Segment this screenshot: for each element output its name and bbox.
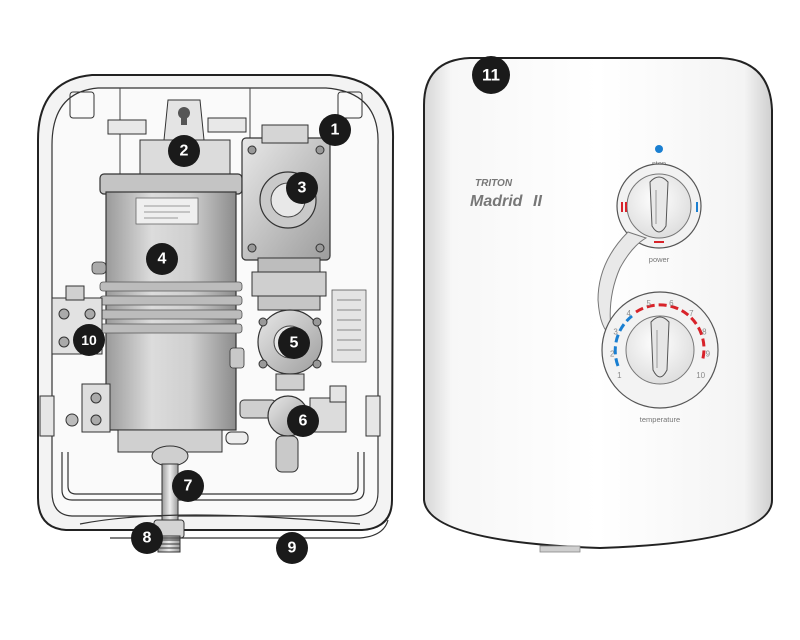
callout-11: 11 (472, 56, 510, 94)
callout-7-number: 7 (184, 478, 193, 495)
temperature-scale-number: 5 (646, 299, 651, 308)
callout-2: 2 (168, 135, 200, 167)
callout-6: 6 (287, 405, 319, 437)
temperature-scale-number: 2 (610, 350, 615, 359)
top-lug-right (337, 91, 363, 119)
callout-4-number: 4 (158, 251, 167, 268)
top-lug-left (69, 91, 95, 119)
callout-8: 8 (131, 522, 163, 554)
earth-terminals (65, 383, 111, 433)
callout-1: 1 (319, 114, 351, 146)
callout-2-number: 2 (180, 143, 189, 160)
callout-1-number: 1 (331, 122, 340, 139)
callout-4: 4 (146, 243, 178, 275)
callout-11-number: 11 (482, 66, 500, 85)
rating-label (135, 197, 199, 225)
callout-9: 9 (276, 532, 308, 564)
brand-model: Madrid (470, 193, 524, 210)
temperature-label: temperature (640, 415, 680, 424)
callout-3-number: 3 (298, 180, 307, 197)
temperature-scale-number: 10 (696, 371, 705, 380)
solenoid-valve (241, 124, 331, 297)
brand-model-mark: II (533, 193, 542, 210)
stop-indicator-light (655, 145, 663, 153)
power-label: power (649, 255, 670, 264)
temperature-scale-number: 7 (689, 309, 694, 318)
callout-8-number: 8 (143, 530, 152, 547)
wiring-label (331, 289, 367, 363)
keyhole-mount (163, 99, 205, 141)
internal-view (37, 74, 395, 553)
temperature-scale-number: 4 (626, 309, 631, 318)
power-control-knob[interactable] (616, 163, 702, 249)
callout-10: 10 (73, 324, 105, 356)
callout-10-number: 10 (81, 332, 97, 348)
temperature-scale-number: 1 (617, 371, 622, 380)
callout-5: 5 (278, 327, 310, 359)
temperature-scale-number: 6 (669, 299, 674, 308)
temperature-scale-number: 8 (702, 327, 707, 336)
front-cover: TRITON Madrid II stop power (423, 57, 773, 553)
power-setting-marks (621, 202, 698, 243)
brand-maker: TRITON (475, 178, 513, 189)
temperature-scale-number: 3 (613, 327, 618, 336)
callout-9-number: 9 (288, 540, 297, 557)
callout-7: 7 (172, 470, 204, 502)
callout-5-number: 5 (290, 335, 299, 352)
temperature-scale-number: 9 (706, 350, 711, 359)
callout-3: 3 (286, 172, 318, 204)
temperature-arc (613, 303, 706, 367)
callout-6-number: 6 (299, 413, 308, 430)
temperature-control-knob[interactable] (601, 291, 719, 409)
heater-tank (91, 173, 245, 453)
